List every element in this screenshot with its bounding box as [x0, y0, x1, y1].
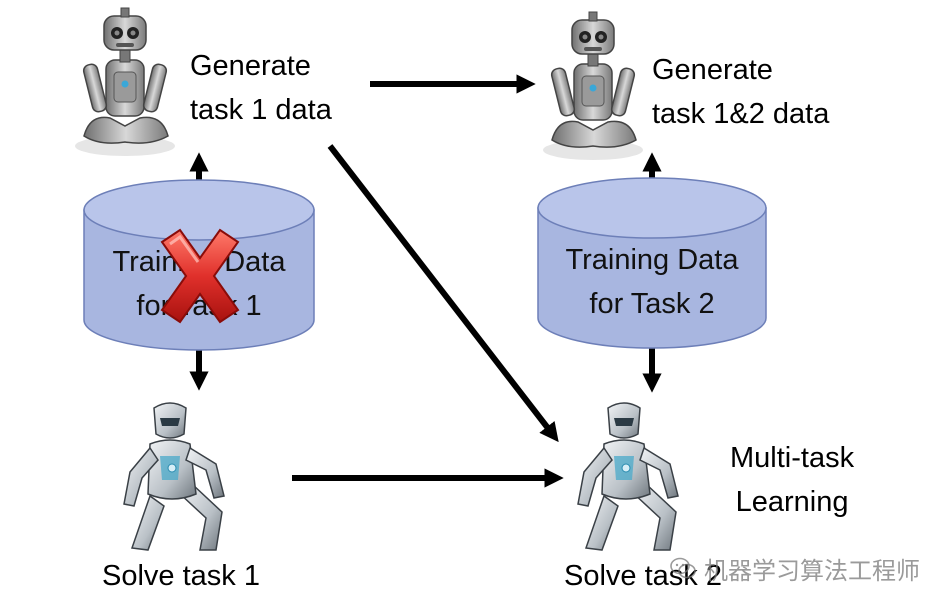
database-task2: [537, 177, 767, 349]
generator-robot-icon-task1: [74, 7, 176, 157]
label-generate-task1: Generate task 1 data: [190, 50, 332, 126]
database-task2-label: Training Data for Task 2: [565, 244, 739, 320]
generator-robot-icon-task12: [542, 11, 644, 161]
arrow-generate1-to-solve2: [327, 144, 559, 443]
label-generate-task12: Generate task 1&2 data: [652, 54, 830, 130]
wechat-icon: [670, 557, 696, 579]
watermark-text: 机器学习算法工程师: [704, 557, 920, 585]
label-solve-task1: Solve task 1: [102, 560, 260, 592]
solver-robot-icon-task1: [123, 402, 225, 551]
solver-robot-icon-task2: [577, 402, 679, 551]
label-solve-task2: Solve task 2: [564, 560, 722, 592]
label-multitask-learning: Multi-task Learning: [730, 442, 855, 518]
watermark: 机器学习算法工程师: [670, 548, 920, 588]
crossed-out-icon: [160, 228, 240, 324]
